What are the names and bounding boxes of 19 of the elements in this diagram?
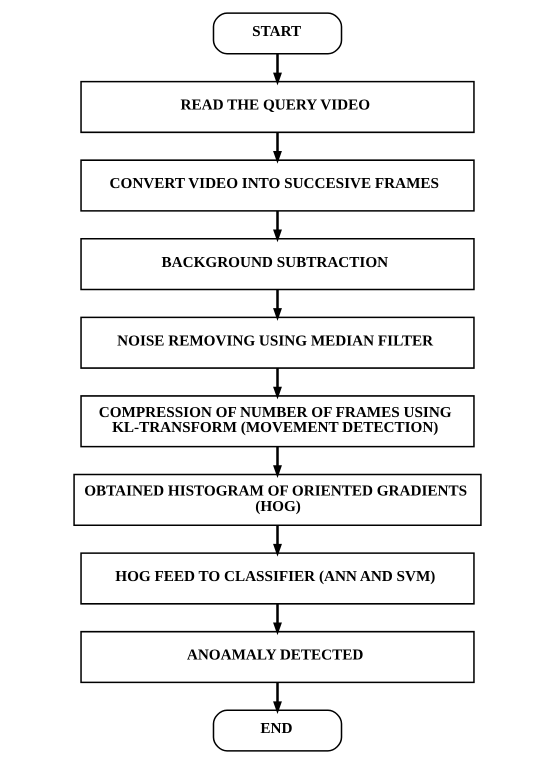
node-box: BACKGROUND SUBTRACTION xyxy=(80,238,475,290)
node-box: READ THE QUERY VIDEO xyxy=(80,80,475,134)
node-box: END xyxy=(212,710,342,752)
arrow xyxy=(273,368,282,400)
node-box: ANOAMALY DETECTED xyxy=(80,630,475,684)
node-box: NOISE REMOVING USING MEDIAN FILTER xyxy=(80,316,475,369)
node-box: START xyxy=(212,12,342,54)
arrow xyxy=(273,604,282,636)
arrow xyxy=(273,682,282,714)
arrow xyxy=(273,526,282,557)
arrow xyxy=(273,290,282,321)
arrow xyxy=(273,447,282,478)
node-box: COMPRESSION OF NUMBER OF FRAMES USING KL-TRANSFORM (MOVEMENT DETECTION) xyxy=(80,395,475,448)
arrow xyxy=(273,211,282,242)
arrow xyxy=(273,132,282,164)
node-box: OBTAINED HISTOGRAM OF ORIENTED GRADIENTS (HOG) xyxy=(73,474,482,526)
node-box: HOG FEED TO CLASSIFIER (ANN AND SVM) xyxy=(80,552,475,605)
node-box: CONVERT VIDEO INTO SUCCESIVE FRAMES xyxy=(80,159,475,212)
arrow xyxy=(273,54,282,86)
